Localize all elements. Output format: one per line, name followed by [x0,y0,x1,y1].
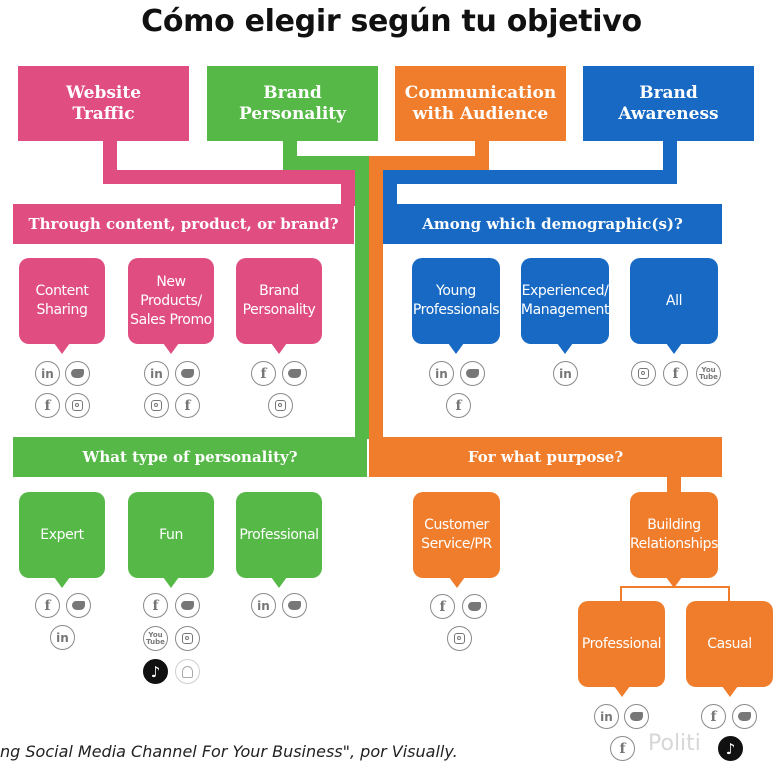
page-title: Cómo elegir según tu objetivo [141,4,642,39]
connector-line [728,586,730,602]
facebook-icon: f [143,593,168,618]
card-relationships-casual: Casual [686,601,773,697]
instagram-icon [65,393,90,418]
connector-line [103,170,355,184]
facebook-icon: f [251,361,276,386]
connector-line [283,156,369,170]
objective-brand-personality: Brand Personality [207,66,378,141]
snapchat-icon [175,659,200,684]
facebook-icon: f [35,393,60,418]
twitter-icon [65,361,90,386]
twitter-icon [282,361,307,386]
question-personality-type: What type of personality? [13,437,367,477]
instagram-icon [144,393,169,418]
connector-line [341,170,355,206]
question-purpose: For what purpose? [369,437,722,477]
linkedin-icon: in [50,625,75,650]
linkedin-icon: in [251,593,276,618]
connector-line [383,170,397,206]
twitter-icon [175,361,200,386]
facebook-icon: f [663,361,688,386]
linkedin-icon: in [594,704,619,729]
facebook-icon: f [175,393,200,418]
instagram-icon [631,361,656,386]
linkedin-icon: in [553,361,578,386]
card-expert: Expert [19,492,105,588]
twitter-icon [624,704,649,729]
connector-line [620,586,622,602]
twitter-icon [175,593,200,618]
tiktok-icon: ♪ [718,736,743,761]
instagram-icon [175,626,200,651]
linkedin-icon: in [144,361,169,386]
linkedin-icon: in [35,361,60,386]
facebook-icon: f [701,704,726,729]
card-customer-service-pr: Customer Service/PR [413,492,500,588]
card-relationships-professional: Professional [578,601,665,697]
source-caption: ng Social Media Channel For Your Busines… [0,742,458,761]
twitter-icon [460,361,485,386]
card-new-products-sales-promo: New Products/ Sales Promo [128,258,214,354]
youtube-icon: You Tube [696,361,721,386]
card-building-relationships: Building Relationships [630,492,718,588]
objective-brand-awareness: Brand Awareness [583,66,754,141]
instagram-icon [447,626,472,651]
connector-line [383,170,677,184]
youtube-icon: You Tube [143,626,168,651]
card-brand-personality: Brand Personality [236,258,322,354]
objective-website-traffic: Website Traffic [18,66,189,141]
card-all: All [630,258,718,354]
facebook-icon: f [446,393,471,418]
card-young-professionals: Young Professionals [412,258,500,354]
tiktok-icon: ♪ [143,659,168,684]
facebook-icon: f [35,593,60,618]
linkedin-icon: in [429,361,454,386]
connector-line [667,476,681,494]
connector-line [369,156,489,170]
facebook-icon: f [610,736,635,761]
card-professional: Professional [236,492,322,588]
question-content-product-brand: Through content, product, or brand? [13,204,354,244]
connector-line [355,156,369,439]
objective-communication-with-audience: Communication with Audience [395,66,566,141]
twitter-icon [282,593,307,618]
twitter-icon [462,594,487,619]
watermark: Politi [648,731,701,756]
connector-line [369,156,383,439]
card-content-sharing: Content Sharing [19,258,105,354]
twitter-icon [66,593,91,618]
card-fun: Fun [128,492,214,588]
twitter-icon [732,704,757,729]
question-demographic: Among which demographic(s)? [383,204,722,244]
instagram-icon [268,393,293,418]
facebook-icon: f [430,594,455,619]
card-experienced-management: Experienced/ Management [521,258,610,354]
